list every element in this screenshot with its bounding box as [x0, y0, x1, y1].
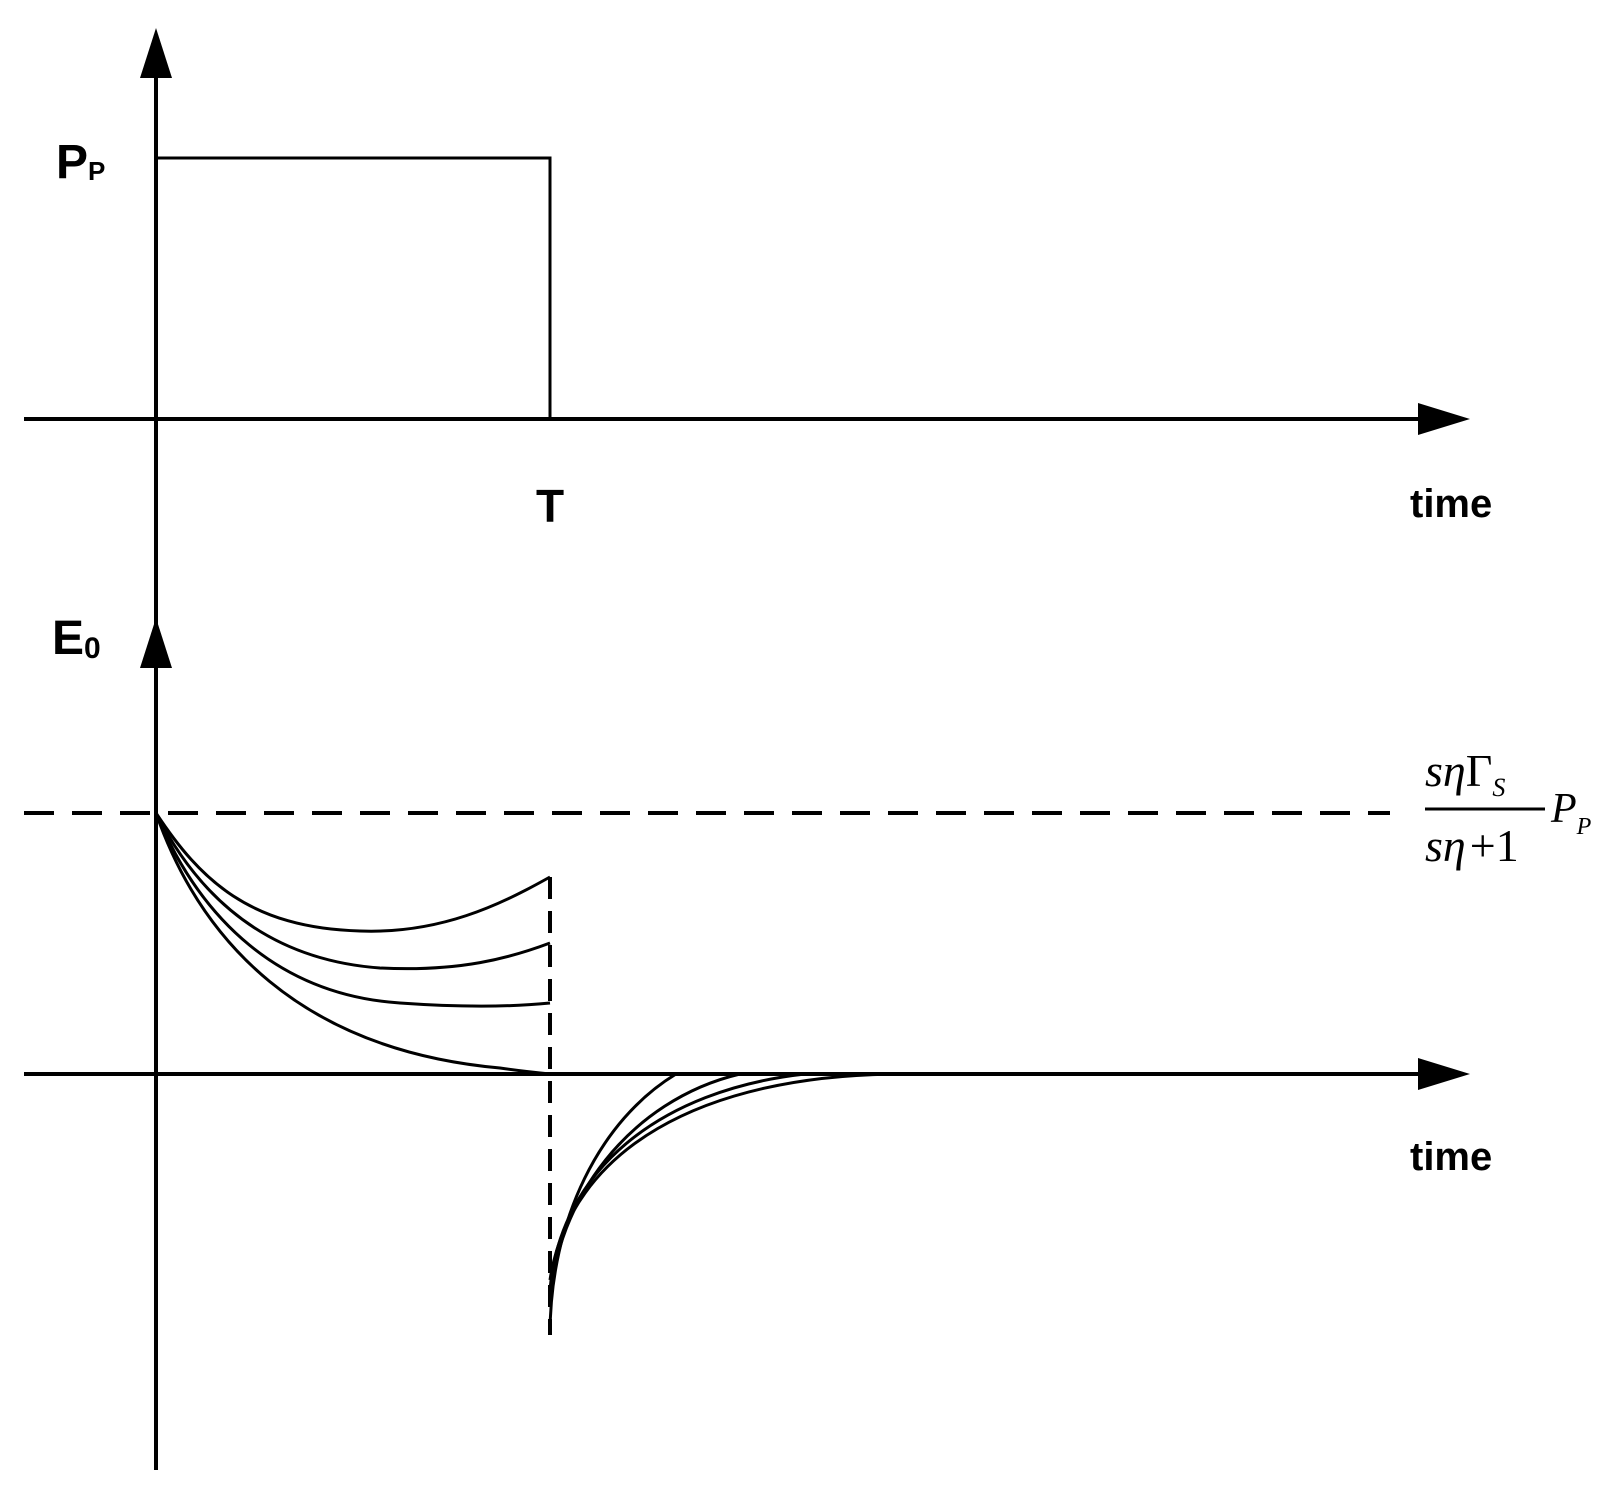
top-x-label: time	[1410, 482, 1492, 526]
formula-den-eta: η	[1443, 820, 1466, 871]
formula-denominator: sη+1	[1425, 820, 1519, 871]
top-y-label: PP	[56, 136, 105, 189]
top-y-label-sub: P	[88, 156, 105, 186]
recovery-curve-3	[548, 1072, 806, 1291]
formula-numerator: sηΓS	[1425, 745, 1505, 802]
bottom-panel: E0 time sηΓS sη+1 PP	[24, 612, 1592, 1336]
formula-factor-main: P	[1550, 786, 1577, 832]
formula-den-plus: +	[1470, 820, 1496, 871]
formula-num-gamma-sub: S	[1492, 773, 1505, 802]
pump-pulse	[156, 156, 552, 419]
recovery-curve-4	[548, 1072, 901, 1281]
formula-den-one: 1	[1496, 820, 1519, 871]
bottom-y-label: E0	[52, 612, 101, 665]
formula-den-s: s	[1425, 820, 1443, 871]
response-curve-1	[154, 812, 551, 933]
formula-factor: PP	[1550, 786, 1592, 840]
bottom-y-label-main: E	[52, 612, 84, 665]
top-y-axis-arrow	[140, 28, 172, 78]
top-tick-label-T: T	[536, 480, 564, 532]
response-curve-4	[154, 812, 551, 1076]
response-curve-3	[154, 812, 551, 1008]
bottom-y-label-sub: 0	[84, 632, 101, 665]
top-panel: PP T time	[24, 28, 1492, 1470]
bottom-x-label: time	[1410, 1135, 1492, 1179]
bottom-y-axis-arrow	[140, 618, 172, 668]
top-y-label-main: P	[56, 136, 88, 189]
formula-num-eta: η	[1443, 745, 1466, 796]
response-curve-2	[154, 812, 551, 971]
formula-factor-sub: P	[1576, 814, 1592, 840]
recovery-curve-2	[548, 1072, 741, 1306]
steady-state-formula: sηΓS sη+1 PP	[1425, 745, 1592, 871]
bottom-x-axis-arrow	[1418, 1058, 1470, 1090]
formula-num-gamma: Γ	[1466, 745, 1493, 796]
top-x-axis-arrow	[1418, 403, 1470, 435]
formula-num-s: s	[1425, 745, 1443, 796]
